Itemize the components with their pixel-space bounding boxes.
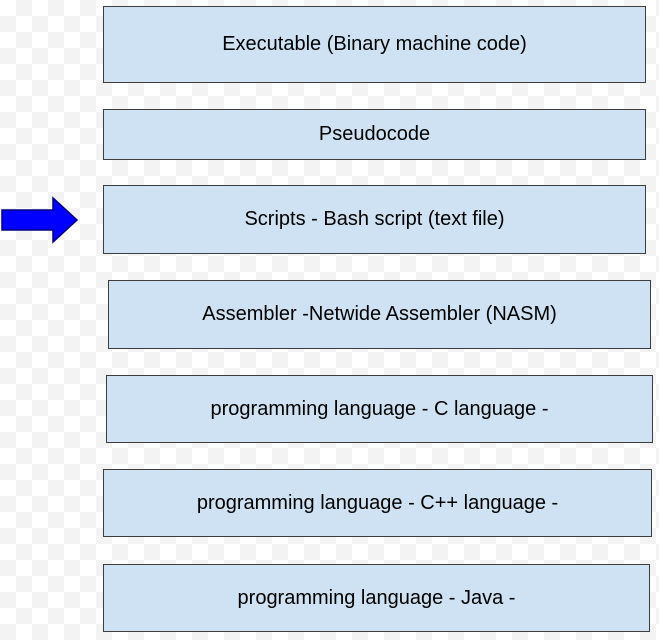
box-scripts-label: Scripts - Bash script (text file) bbox=[244, 208, 505, 230]
box-cpp-language-label: programming language - C++ language - bbox=[196, 491, 559, 514]
right-arrow-icon bbox=[1, 196, 79, 244]
box-executable-label: Executable (Binary machine code) bbox=[222, 33, 527, 55]
right-arrow-shape bbox=[1, 196, 79, 244]
box-executable: Executable (Binary machine code) bbox=[103, 6, 646, 83]
box-pseudocode-label: Pseudocode bbox=[318, 123, 431, 145]
box-cpp-language: programming language - C++ language - bbox=[103, 469, 652, 537]
box-c-language: programming language - C language - bbox=[106, 375, 653, 443]
box-assembler: Assembler -Netwide Assembler (NASM) bbox=[108, 280, 651, 349]
box-assembler-label: Assembler -Netwide Assembler (NASM) bbox=[202, 303, 557, 325]
box-c-language-label: programming language - C language - bbox=[210, 397, 549, 420]
box-java-label: programming language - Java - bbox=[237, 586, 516, 609]
box-pseudocode: Pseudocode bbox=[103, 109, 646, 160]
box-scripts: Scripts - Bash script (text file) bbox=[103, 185, 646, 254]
box-java: programming language - Java - bbox=[103, 564, 650, 632]
